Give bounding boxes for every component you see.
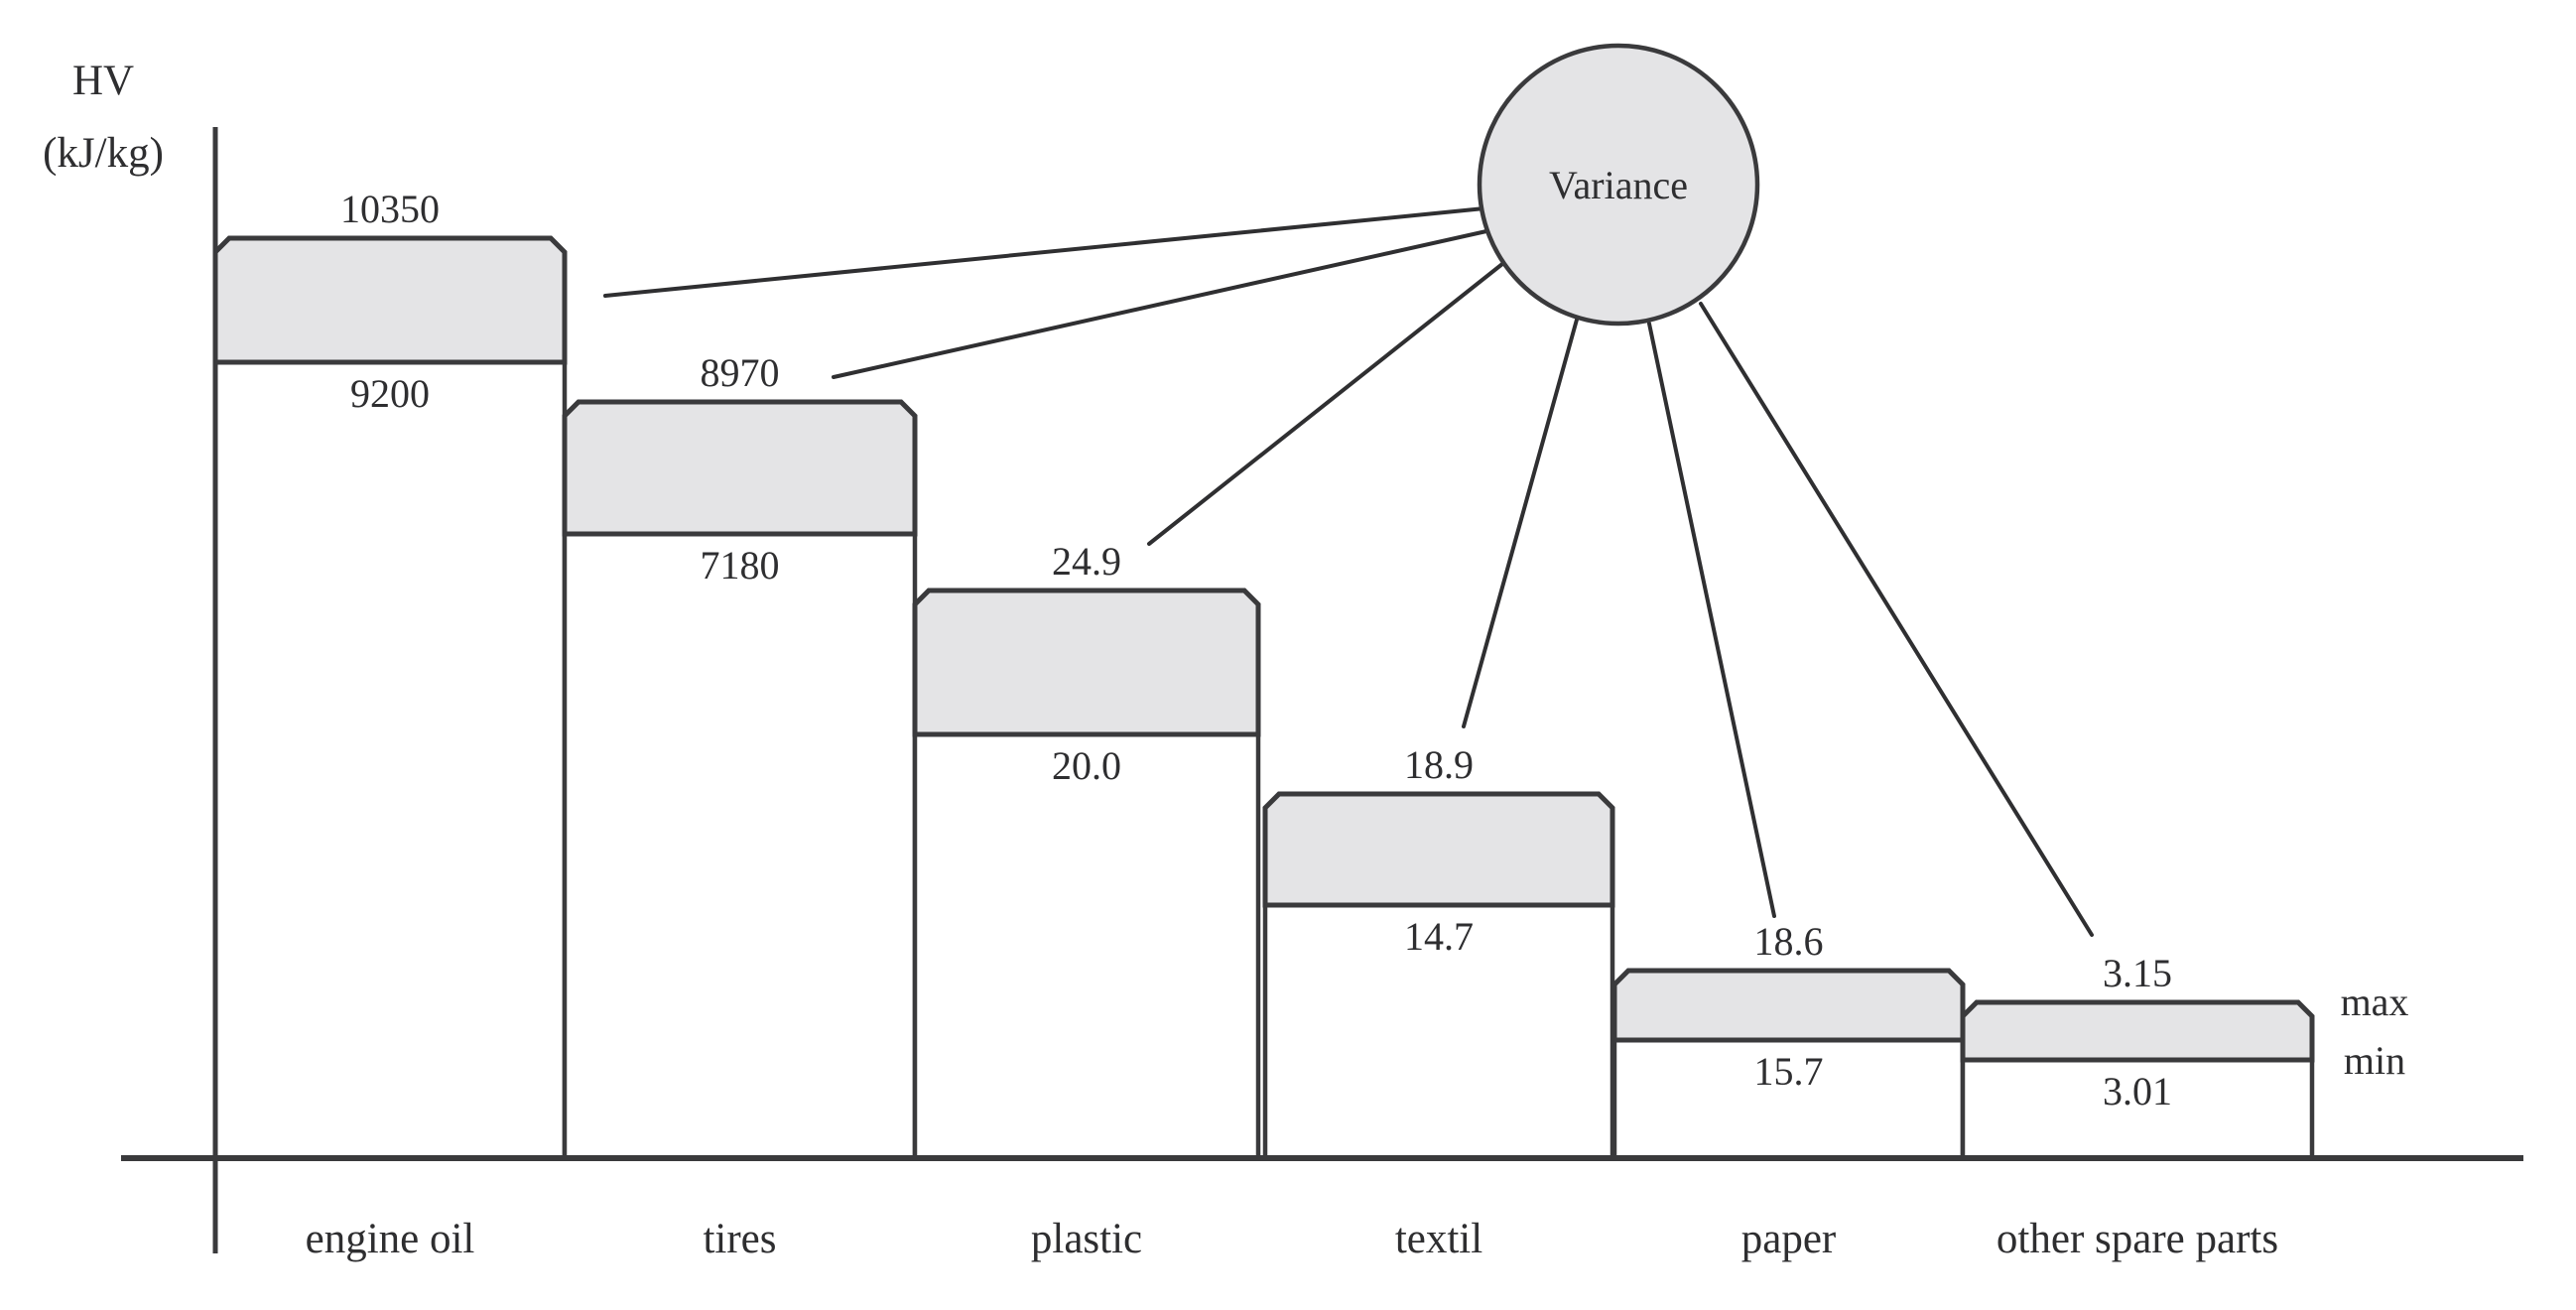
variance-connector-paper — [1647, 322, 1776, 918]
category-label-engine-oil: engine oil — [306, 1216, 475, 1262]
max-value-label-textil: 18.9 — [1404, 742, 1474, 787]
min-value-label-other-spare-parts: 3.01 — [2103, 1069, 2172, 1114]
category-label-other-spare-parts: other spare parts — [1996, 1216, 2278, 1262]
variance-connector-plastic — [1147, 262, 1504, 546]
min-value-label-paper: 15.7 — [1754, 1049, 1824, 1094]
min-value-label-textil: 14.7 — [1404, 914, 1474, 959]
max-value-label-engine-oil: 10350 — [340, 187, 440, 231]
variance-bubble — [1477, 43, 1760, 327]
min-value-label-engine-oil: 9200 — [350, 371, 430, 416]
min-value-label-tires: 7180 — [701, 543, 780, 588]
min-marker-label: min — [2344, 1038, 2405, 1083]
variance-band-textil — [1262, 791, 1615, 908]
max-value-label-plastic: 24.9 — [1052, 539, 1121, 584]
variance-connector-other-spare-parts — [1699, 302, 2094, 937]
variance-band-paper — [1611, 968, 1966, 1043]
variance-band-engine-oil — [212, 235, 568, 365]
variance-connector-tires — [832, 227, 1497, 379]
variance-band-plastic — [912, 588, 1261, 737]
category-label-tires: tires — [703, 1216, 776, 1262]
min-value-label-plastic: 20.0 — [1052, 743, 1121, 788]
category-label-textil: textil — [1395, 1216, 1482, 1262]
variance-bubble-label: Variance — [1549, 163, 1688, 207]
variance-band-other-spare-parts — [1960, 999, 2315, 1063]
variance-band-tires — [562, 399, 918, 537]
category-label-plastic: plastic — [1031, 1216, 1142, 1262]
variance-connector-textil — [1462, 318, 1579, 728]
y-axis-label-line2: (kJ/kg) — [43, 130, 164, 177]
variance-connector-engine-oil — [603, 206, 1486, 298]
max-value-label-paper: 18.6 — [1754, 919, 1824, 964]
category-label-paper: paper — [1741, 1216, 1837, 1262]
max-value-label-other-spare-parts: 3.15 — [2103, 951, 2172, 995]
max-marker-label: max — [2341, 980, 2409, 1024]
y-axis-label-line1: HV — [72, 58, 134, 104]
max-value-label-tires: 8970 — [701, 350, 780, 395]
